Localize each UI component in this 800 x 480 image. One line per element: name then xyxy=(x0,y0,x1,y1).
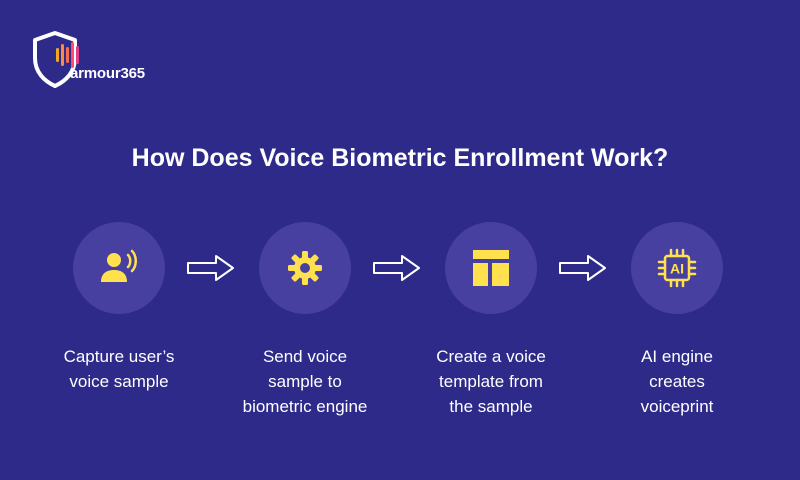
step-1-circle xyxy=(73,222,165,314)
brand-logo: armour365 xyxy=(30,30,160,90)
step-3-circle xyxy=(445,222,537,314)
gear-icon xyxy=(288,251,322,285)
step-1-label: Capture user’s voice sample xyxy=(63,347,175,391)
step-2-circle xyxy=(259,222,351,314)
step-2-label: Send voice sample to biometric engine xyxy=(242,347,368,416)
arrow-right-icon xyxy=(559,255,606,281)
step-3-label: Create a voice template from the sample xyxy=(436,347,546,416)
step-4-label: AI engine creates voiceprint xyxy=(640,347,714,416)
speaking-user-icon xyxy=(101,249,137,282)
arrow-right-icon xyxy=(373,255,420,281)
template-layout-icon xyxy=(473,250,509,286)
arrow-right-icon xyxy=(187,255,234,281)
ai-chip-icon: AI xyxy=(657,248,697,288)
page-title: How Does Voice Biometric Enrollment Work… xyxy=(131,144,669,172)
step-4-circle: AI xyxy=(631,222,723,314)
shield-logo-icon xyxy=(33,31,79,88)
brand-name: armour365 xyxy=(70,65,145,82)
ai-chip-text: AI xyxy=(670,261,684,277)
